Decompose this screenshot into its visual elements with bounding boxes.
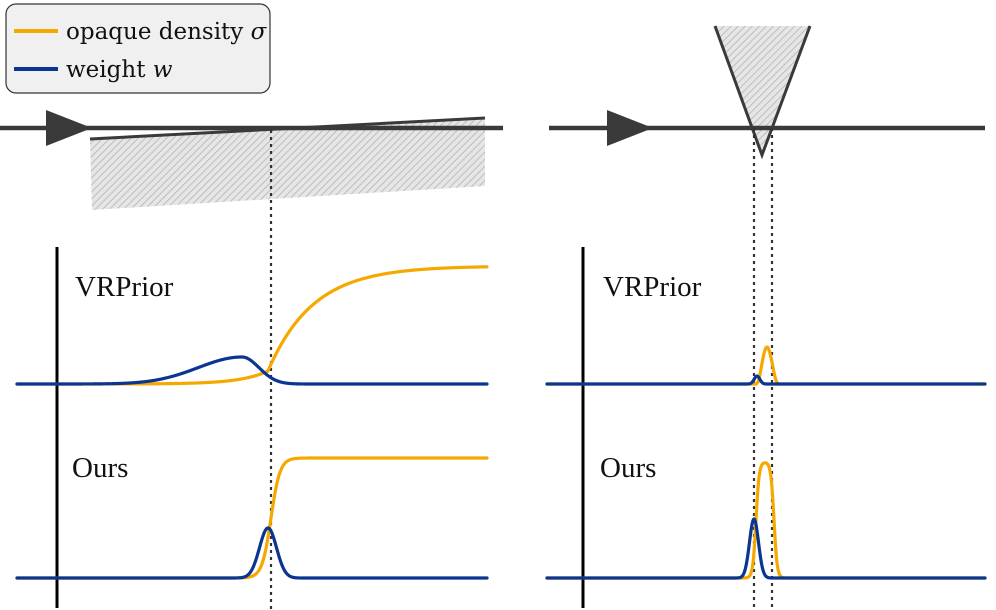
legend-density-label: opaque density σ [66, 19, 268, 45]
legend-weight-label: weight w [66, 57, 173, 83]
left-ray-arrow-icon [46, 110, 92, 146]
left-scene [0, 110, 503, 610]
wedge-surface-icon [715, 26, 810, 155]
right-scene [549, 25, 985, 610]
left-top-label: VRPrior [75, 271, 174, 303]
right-ray-arrow-icon [607, 110, 653, 146]
right-bottom-weight-curve [545, 517, 987, 580]
left-plots: VRPrior Ours [15, 247, 489, 608]
right-top-label: VRPrior [603, 271, 702, 303]
left-bottom-weight-curve [15, 526, 489, 580]
legend-box [5, 3, 271, 94]
wedge-surface-edge [713, 25, 812, 160]
right-top-weight-curve [545, 374, 987, 386]
legend: opaque density σ weight w [5, 3, 271, 94]
left-top-weight-curve [15, 355, 489, 386]
right-top-density-curve [545, 345, 987, 386]
slanted-surface-icon [90, 118, 485, 210]
left-bottom-label: Ours [72, 452, 128, 484]
right-bottom-label: Ours [600, 452, 656, 484]
right-plots: VRPrior Ours [545, 247, 987, 608]
